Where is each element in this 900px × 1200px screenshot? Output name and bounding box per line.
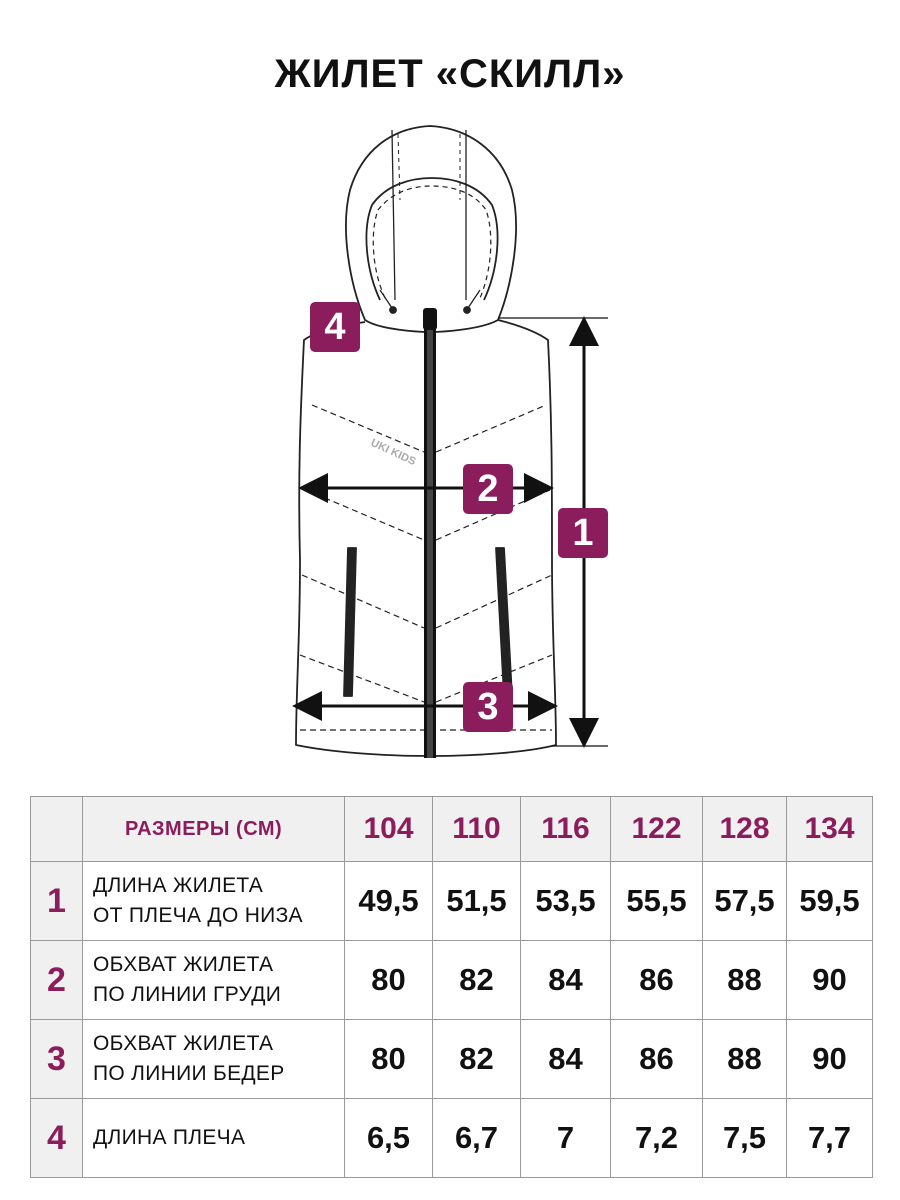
table-cell: 7,7 [786,1098,873,1178]
row-label: ОБХВАТ ЖИЛЕТА ПО ЛИНИИ БЕДЕР [82,1019,345,1099]
badge-4: 4 [310,302,360,352]
table-row: 1 ДЛИНА ЖИЛЕТА ОТ ПЛЕЧА ДО НИЗА 49,5 51,… [30,861,873,941]
badge-1: 1 [558,508,608,558]
table-cell: 88 [702,940,787,1020]
table-row: 4 ДЛИНА ПЛЕЧА 6,5 6,7 7 7,2 7,5 7,7 [30,1098,873,1178]
badge-2: 2 [463,464,513,514]
size-116: 116 [520,796,611,862]
size-122: 122 [610,796,703,862]
brand-logo: UKI KIDS [369,437,418,468]
table-cell: 88 [702,1019,787,1099]
badge-3: 3 [463,682,513,732]
row-label: ОБХВАТ ЖИЛЕТА ПО ЛИНИИ ГРУДИ [82,940,345,1020]
page-title: ЖИЛЕТ «СКИЛЛ» [274,52,626,96]
row-label-line: ПО ЛИНИИ БЕДЕР [93,1062,285,1085]
vest-illustration: UKI KIDS [292,125,608,758]
corner-cell [30,796,83,862]
table-cell: 7 [520,1098,611,1178]
table-header-row: РАЗМЕРЫ (СМ) 104 110 116 122 128 134 [30,796,873,862]
size-128: 128 [702,796,787,862]
size-134: 134 [786,796,873,862]
size-table: РАЗМЕРЫ (СМ) 104 110 116 122 128 134 1 Д… [30,796,873,1178]
row-number: 1 [30,861,83,941]
row-number: 4 [30,1098,83,1178]
table-cell: 82 [432,940,521,1020]
size-110: 110 [432,796,521,862]
table-cell: 86 [610,940,703,1020]
table-cell: 7,5 [702,1098,787,1178]
table-cell: 90 [786,1019,873,1099]
table-cell: 51,5 [432,861,521,941]
table-cell: 90 [786,940,873,1020]
hood-opening [365,177,499,301]
row-label-line: ОБХВАТ ЖИЛЕТА [93,953,274,976]
row-label-line: ДЛИНА ЖИЛЕТА [93,874,264,897]
table-cell: 6,7 [432,1098,521,1178]
table-cell: 53,5 [520,861,611,941]
table-cell: 82 [432,1019,521,1099]
table-cell: 84 [520,940,611,1020]
table-cell: 49,5 [344,861,433,941]
table-cell: 59,5 [786,861,873,941]
row-label-line: ПО ЛИНИИ ГРУДИ [93,983,282,1006]
table-cell: 84 [520,1019,611,1099]
row-label-line: ОТ ПЛЕЧА ДО НИЗА [93,904,303,927]
hood-outline [345,125,517,333]
row-label: ДЛИНА ЖИЛЕТА ОТ ПЛЕЧА ДО НИЗА [82,861,345,941]
table-row: 2 ОБХВАТ ЖИЛЕТА ПО ЛИНИИ ГРУДИ 80 82 84 … [30,940,873,1020]
sizes-header-label: РАЗМЕРЫ (СМ) [82,796,345,862]
table-cell: 55,5 [610,861,703,941]
table-cell: 86 [610,1019,703,1099]
table-cell: 7,2 [610,1098,703,1178]
row-number: 2 [30,940,83,1020]
table-cell: 6,5 [344,1098,433,1178]
table-row: 3 ОБХВАТ ЖИЛЕТА ПО ЛИНИИ БЕДЕР 80 82 84 … [30,1019,873,1099]
table-cell: 80 [344,1019,433,1099]
table-cell: 80 [344,940,433,1020]
size-104: 104 [344,796,433,862]
row-label-line: ОБХВАТ ЖИЛЕТА [93,1032,274,1055]
row-label-line: ДЛИНА ПЛЕЧА [93,1126,246,1149]
table-cell: 57,5 [702,861,787,941]
row-label: ДЛИНА ПЛЕЧА [82,1098,345,1178]
row-number: 3 [30,1019,83,1099]
